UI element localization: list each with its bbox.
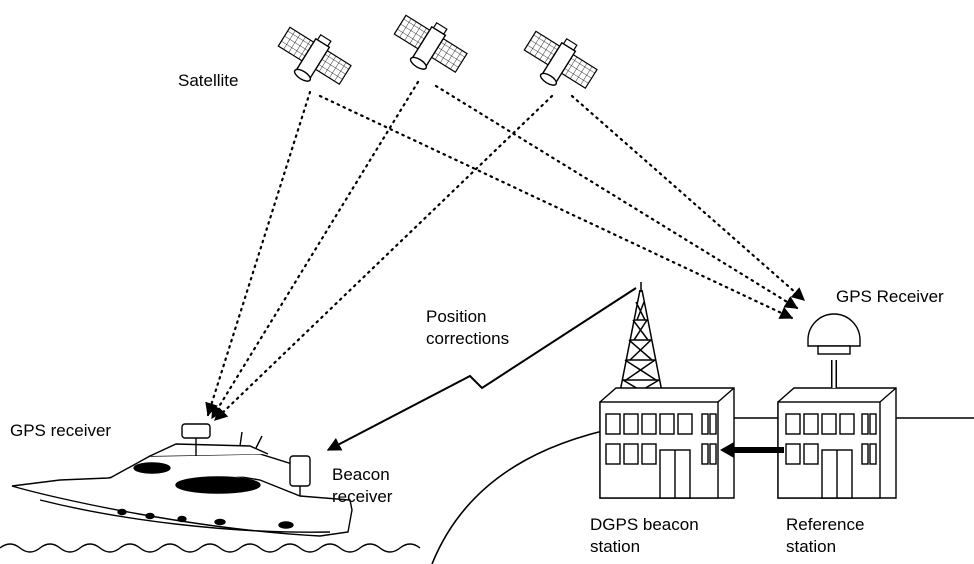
building-icon-reference <box>777 387 897 499</box>
lightning-link-icon <box>326 287 637 451</box>
building-icon-dgps <box>599 387 735 499</box>
water-line <box>0 543 421 553</box>
satellite-icon-1 <box>277 26 352 85</box>
label-gps-receiver-station: GPS Receiver <box>836 287 944 306</box>
label-reference-2: station <box>786 537 837 556</box>
arrow-icon <box>720 442 784 458</box>
label-reference-1: Reference <box>786 515 865 534</box>
satellite-icon-2 <box>393 14 468 73</box>
satellite-signals <box>205 80 806 422</box>
yacht-icon <box>11 423 353 537</box>
label-dgps-1: DGPS beacon <box>590 515 699 534</box>
satellite-icon-3 <box>523 30 598 89</box>
label-satellite: Satellite <box>178 71 239 90</box>
label-position-2: corrections <box>426 329 510 348</box>
label-beacon-receiver-1: Beacon <box>332 465 390 484</box>
radio-tower-icon <box>617 282 665 403</box>
label-beacon-receiver-2: receiver <box>332 487 393 506</box>
label-position-1: Position <box>426 307 487 326</box>
label-dgps-2: station <box>590 537 641 556</box>
label-gps-receiver-boat: GPS receiver <box>10 421 112 440</box>
gps-dome-icon <box>807 313 861 388</box>
